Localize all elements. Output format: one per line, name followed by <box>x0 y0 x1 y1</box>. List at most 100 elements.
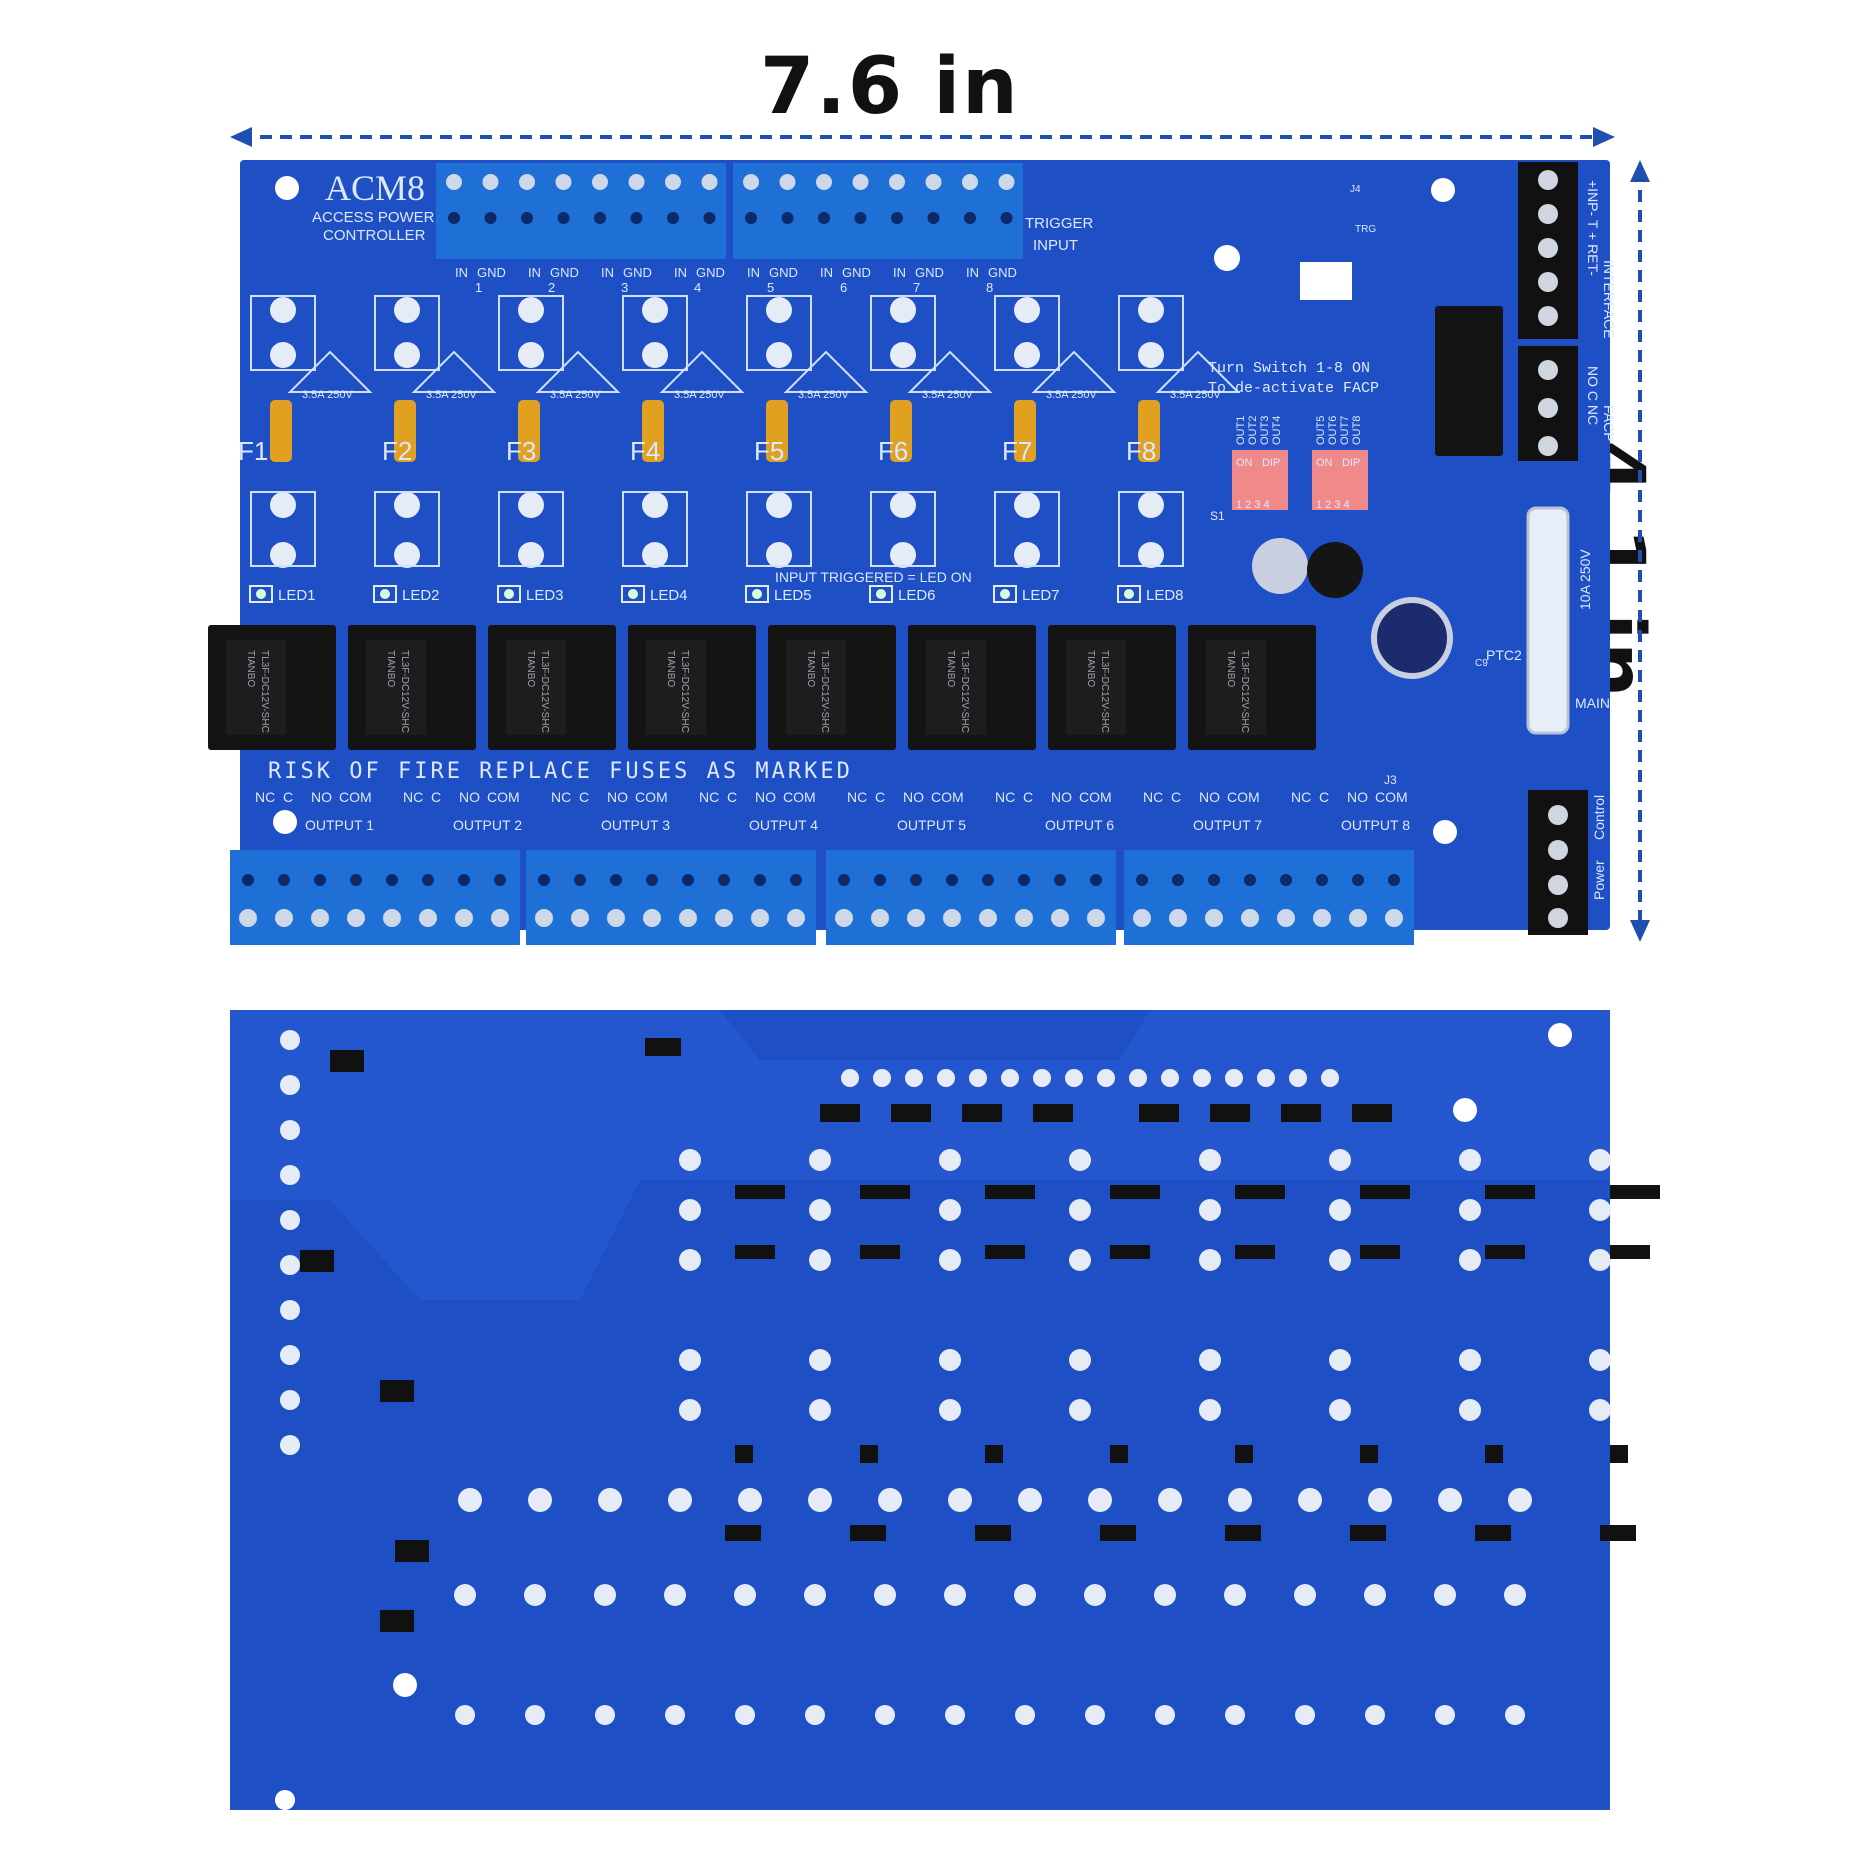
board-subtitle-1: ACCESS POWER <box>312 209 435 226</box>
output-terminal-label: C <box>579 789 589 805</box>
solder-pad <box>1364 1584 1386 1606</box>
solder-pad <box>1289 1069 1307 1087</box>
solder-pad <box>766 542 792 568</box>
screw <box>1538 204 1558 224</box>
screw <box>482 174 499 190</box>
solder-pad <box>280 1120 300 1140</box>
output-terminal-label: C <box>875 789 885 805</box>
screw <box>979 909 997 927</box>
wire-hole <box>1208 874 1220 886</box>
fuse-body <box>890 400 912 462</box>
output-label: OUTPUT 1 <box>305 817 374 833</box>
solder-pads <box>275 1023 1611 1810</box>
fuse-body <box>270 400 292 462</box>
screw <box>347 909 365 927</box>
smd-part <box>962 1104 1002 1122</box>
output-terminal-label: NO <box>607 789 628 805</box>
wire-hole <box>781 212 794 224</box>
input-gnd-label: GND <box>696 265 725 280</box>
wire-hole <box>242 874 254 886</box>
dip-label-right: DIP <box>1342 457 1360 469</box>
wire-hole <box>422 874 434 886</box>
led-label: LED2 <box>402 587 440 604</box>
fuse-rating-label: 3.5A 250V <box>1170 389 1221 401</box>
solder-pad <box>280 1345 300 1365</box>
wire-hole <box>927 212 940 224</box>
smd-part <box>1110 1445 1128 1463</box>
wire-hole <box>1388 874 1400 886</box>
input-number: 3 <box>621 280 628 295</box>
fuse-rating-label: 3.5A 250V <box>302 389 353 401</box>
smd-part <box>850 1525 886 1541</box>
screw <box>571 909 589 927</box>
led-label: LED1 <box>278 587 316 604</box>
solder-pad <box>1224 1584 1246 1606</box>
smd-part <box>1235 1445 1253 1463</box>
wire-hole <box>278 874 290 886</box>
solder-pad <box>1505 1705 1525 1725</box>
solder-pad <box>642 492 668 518</box>
led <box>876 589 886 599</box>
led-outline <box>373 585 397 603</box>
solder-pad <box>875 1705 895 1725</box>
output-terminal-label: COM <box>635 789 668 805</box>
fuse-label: F5 <box>754 436 784 466</box>
solder-pad <box>1459 1199 1481 1221</box>
led <box>1124 589 1134 599</box>
solder-pad <box>905 1069 923 1087</box>
board-subtitle-2: CONTROLLER <box>323 227 426 244</box>
fuse-warning-triangle <box>411 350 497 393</box>
solder-pad <box>679 1149 701 1171</box>
smd-part <box>380 1380 414 1402</box>
solder-pad <box>455 1705 475 1725</box>
solder-pad <box>1001 1069 1019 1087</box>
screw <box>1548 908 1568 928</box>
solder-pad <box>1069 1149 1091 1171</box>
solder-pad <box>1298 1488 1322 1512</box>
relay-brand: TIANBO <box>525 650 536 687</box>
solder-pad <box>1199 1249 1221 1271</box>
output-terminal-label: C <box>283 789 293 805</box>
solder-pad <box>939 1149 961 1171</box>
solder-pad <box>642 297 668 323</box>
wire-hole <box>1244 874 1256 886</box>
solder-pad <box>841 1069 859 1087</box>
screw <box>1538 238 1558 258</box>
output-terminal-label: NC <box>995 789 1015 805</box>
smd-part <box>395 1540 429 1562</box>
solder-pad <box>1138 492 1164 518</box>
dip-out-label: OUT5 <box>1315 416 1327 445</box>
pad-outline <box>374 491 440 567</box>
solder-pad <box>808 1488 832 1512</box>
smd-part <box>985 1445 1003 1463</box>
output-terminal-label: COM <box>1079 789 1112 805</box>
wire-hole <box>1054 874 1066 886</box>
dip-out-label: OUT1 <box>1235 416 1247 445</box>
led-outline <box>621 585 645 603</box>
solder-pad <box>458 1488 482 1512</box>
output-terminal-label: COM <box>1375 789 1408 805</box>
wire-hole <box>1316 874 1328 886</box>
led <box>380 589 390 599</box>
solder-pad <box>679 1399 701 1421</box>
fuse-rating-label: 3.5A 250V <box>1046 389 1097 401</box>
fuse-rating-label: 3.5A 250V <box>922 389 973 401</box>
solder-pad <box>873 1069 891 1087</box>
fuse-warning-triangle <box>1031 350 1117 393</box>
pad-outline <box>870 491 936 567</box>
pad-outline <box>870 295 936 371</box>
solder-pad <box>518 297 544 323</box>
solder-pad <box>270 492 296 518</box>
solder-pad <box>1504 1584 1526 1606</box>
pad-outline <box>622 491 688 567</box>
dip-out-label: OUT3 <box>1259 416 1271 445</box>
input-gnd-label: GND <box>988 265 1017 280</box>
solder-pad <box>1438 1488 1462 1512</box>
wire-hole <box>1000 212 1013 224</box>
fuse-warning-triangle <box>535 350 621 393</box>
screw <box>555 174 572 190</box>
capacitor-small <box>1252 538 1308 594</box>
relay-face <box>786 640 846 735</box>
